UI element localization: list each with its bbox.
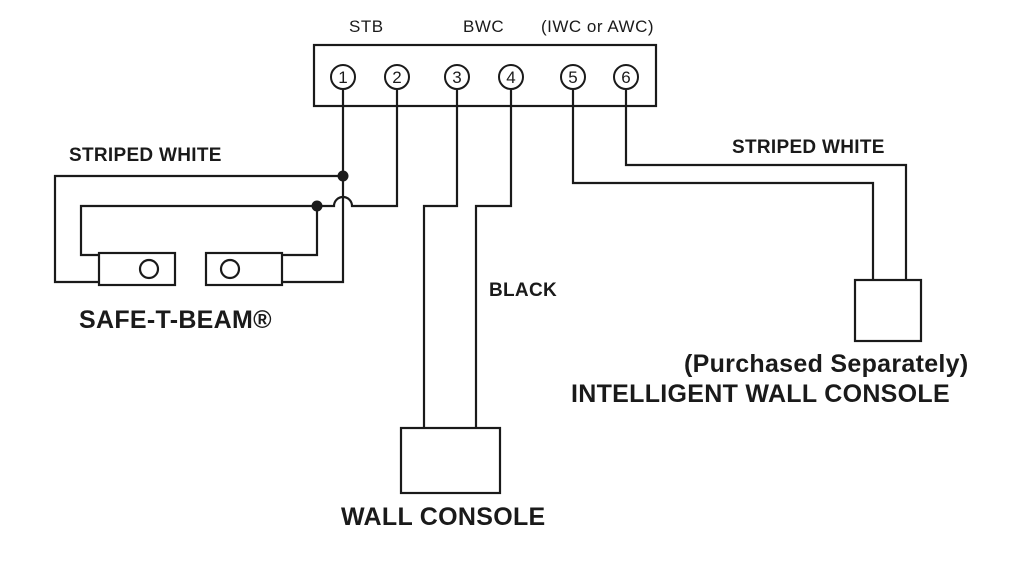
terminal-4-circle	[498, 64, 524, 90]
terminal-3-circle	[444, 64, 470, 90]
intelligent-wall-console-label: INTELLIGENT WALL CONSOLE	[571, 380, 950, 408]
safe-t-beam-label: SAFE-T-BEAM®	[79, 306, 272, 334]
group-label-bwc: BWC	[463, 17, 505, 36]
wall-console-box	[399, 426, 502, 495]
wire-junction-1-drop	[282, 176, 345, 284]
wire-terminal-3	[422, 90, 459, 428]
sensor-right	[204, 251, 284, 287]
group-label-stb: STB	[349, 17, 384, 36]
terminal-3-number: 3	[452, 68, 461, 87]
terminal-2-circle	[384, 64, 410, 90]
wire-label-striped-white-right: STRIPED WHITE	[732, 137, 885, 158]
sensor-left	[97, 251, 177, 287]
wire-terminal-1	[53, 90, 345, 284]
intelligent-console-box	[853, 278, 923, 343]
wire-label-black: BLACK	[489, 280, 557, 301]
wire-terminal-5	[571, 90, 875, 280]
terminal-1-number: 1	[338, 68, 347, 87]
purchased-separately-note: (Purchased Separately)	[684, 350, 969, 378]
junction-dot-1	[337, 170, 349, 182]
sensor-right-lens	[219, 258, 241, 280]
wire-junction-2-drop	[282, 206, 319, 257]
terminal-6-number: 6	[621, 68, 630, 87]
group-label-iwc: (IWC or AWC)	[541, 17, 655, 36]
wire-terminal-4	[474, 90, 513, 428]
terminal-block	[312, 43, 658, 108]
sensor-left-lens	[138, 258, 160, 280]
terminal-2-number: 2	[392, 68, 401, 87]
junction-dot-2	[311, 200, 323, 212]
terminal-4-number: 4	[506, 68, 515, 87]
terminal-5-circle	[560, 64, 586, 90]
terminal-6-circle	[613, 64, 639, 90]
terminal-1-circle	[330, 64, 356, 90]
terminal-5-number: 5	[568, 68, 577, 87]
wire-label-striped-white-left: STRIPED WHITE	[69, 145, 222, 166]
wall-console-label: WALL CONSOLE	[341, 503, 546, 531]
wire-terminal-6	[624, 90, 908, 280]
wire-terminal-2	[79, 90, 399, 257]
